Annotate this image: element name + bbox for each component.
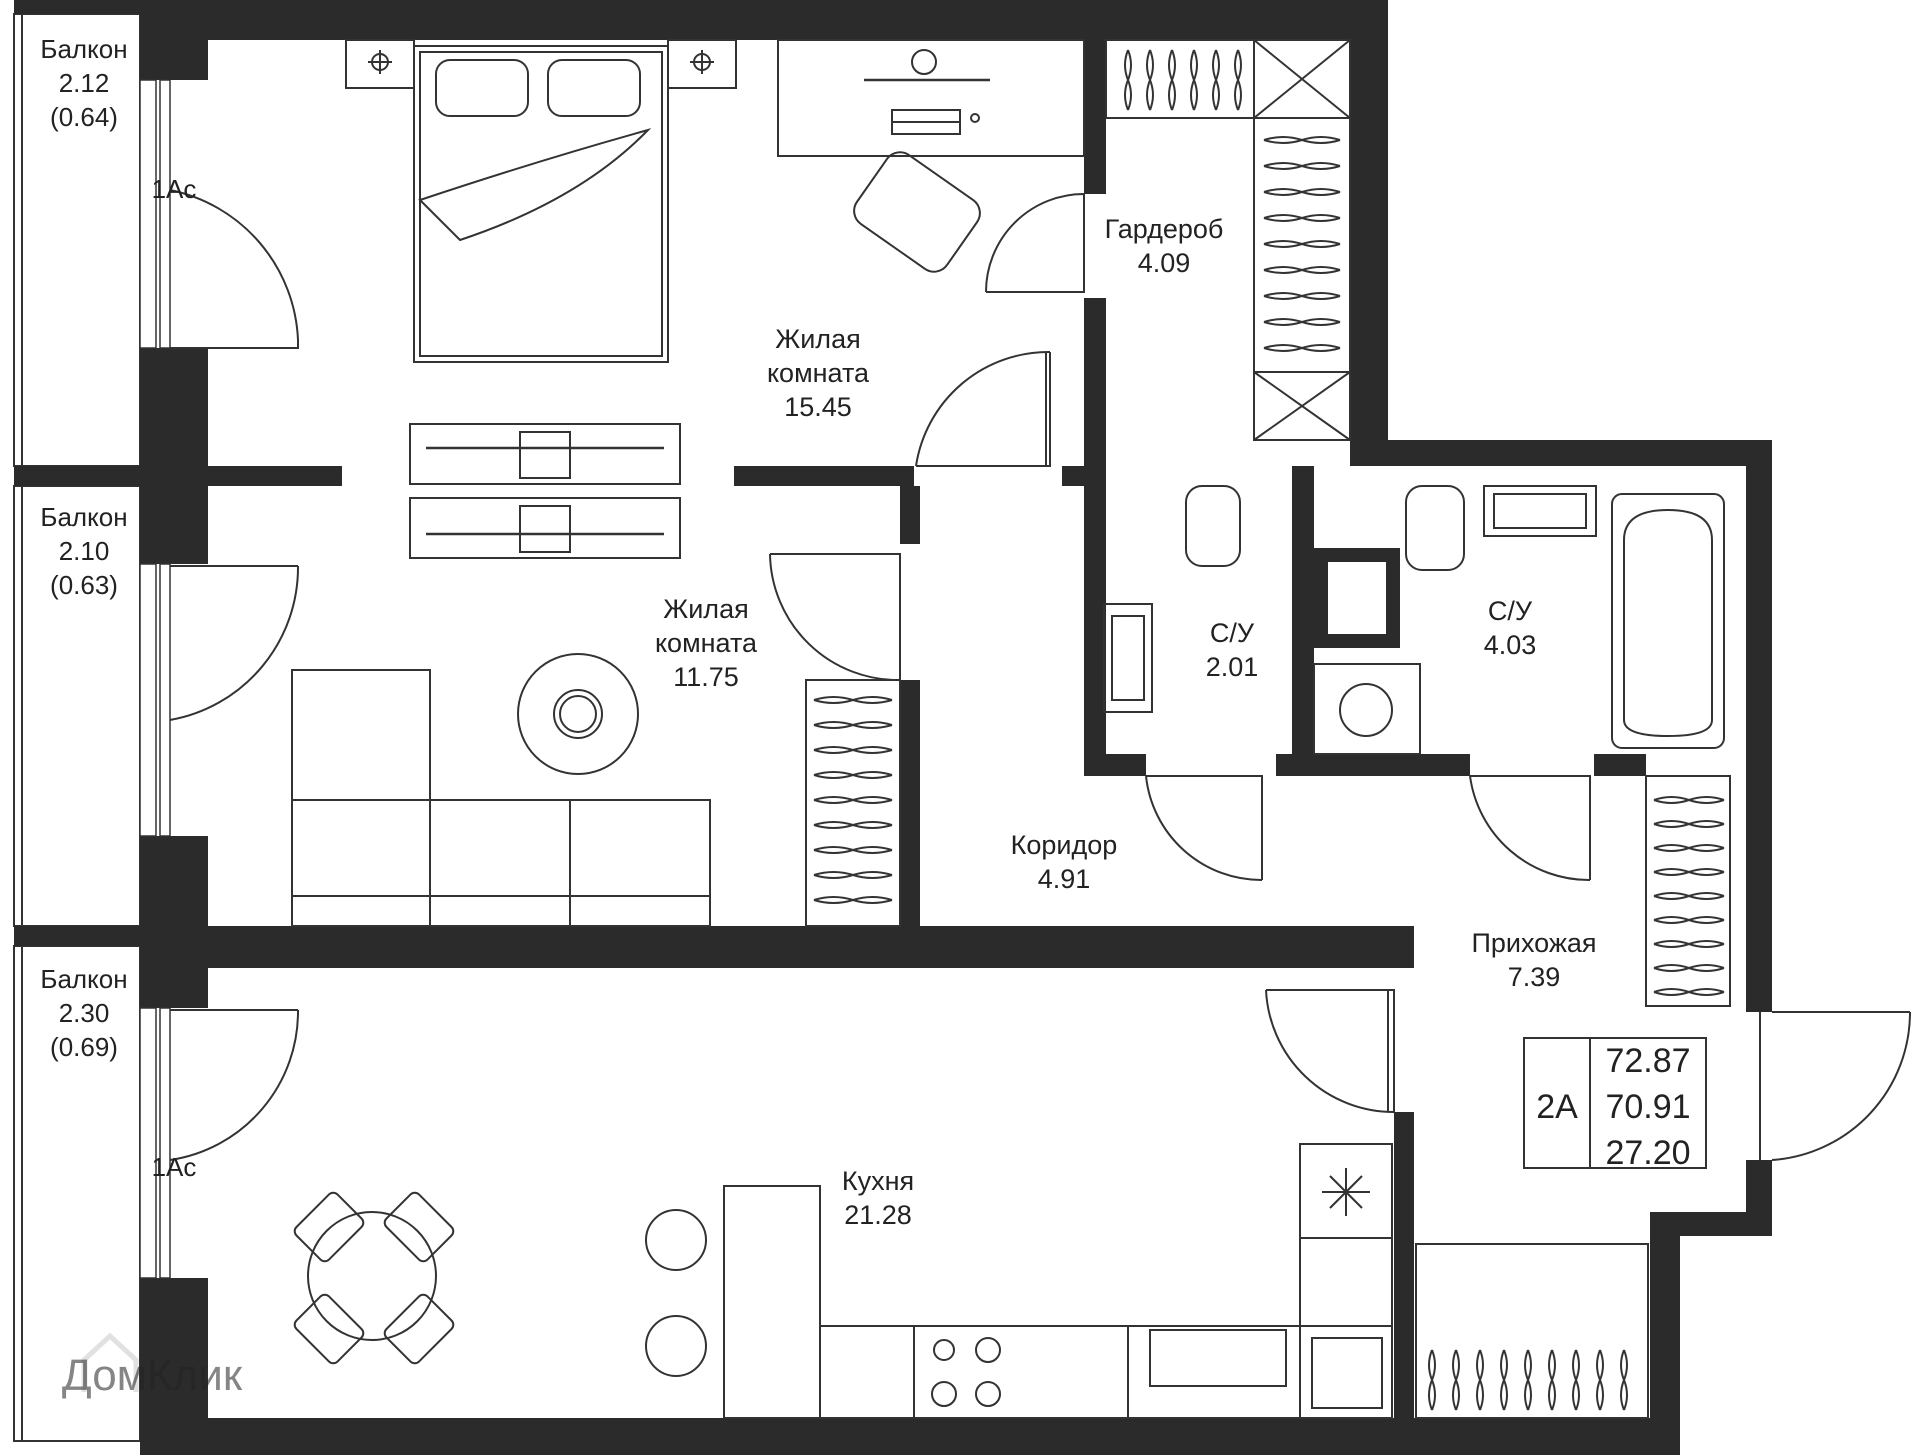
- hanger-mark: [1653, 964, 1725, 972]
- window-mark-top: 1Ac: [152, 174, 197, 204]
- hall-name: Прихожая: [1471, 928, 1596, 958]
- hanger-marks: [813, 49, 1725, 1411]
- hanger-mark: [1572, 1349, 1580, 1411]
- hanger-mark: [1263, 188, 1341, 196]
- hanger-mark: [1653, 868, 1725, 876]
- wardrobe-furniture: [1105, 39, 1351, 441]
- hanger-mark: [1263, 214, 1341, 222]
- room-labels: Балкон 2.12 (0.64) Балкон 2.10 (0.63) Ба…: [40, 34, 1596, 1230]
- hanger-mark: [1653, 844, 1725, 852]
- apartment-type: 2A: [1536, 1088, 1578, 1126]
- balconies: [13, 13, 141, 1442]
- hanger-mark: [1168, 49, 1176, 111]
- bath1-name: С/У: [1210, 618, 1255, 648]
- walls: [14, 0, 1772, 1455]
- hanger-mark: [1263, 318, 1341, 326]
- living2-name-2: комната: [655, 628, 758, 658]
- kitchen-name: Кухня: [842, 1166, 914, 1196]
- hanger-mark: [1653, 796, 1725, 804]
- living1-name-1: Жилая: [775, 324, 860, 354]
- hanger-mark: [1476, 1349, 1484, 1411]
- windows: [139, 79, 171, 1279]
- total-area-no-balcony: 70.91: [1605, 1088, 1690, 1126]
- hanger-mark: [1653, 916, 1725, 924]
- hanger-mark: [813, 821, 893, 829]
- hanger-mark: [1190, 49, 1198, 111]
- hanger-mark: [1263, 136, 1341, 144]
- kitchen-area: 21.28: [844, 1200, 912, 1230]
- doors: [169, 189, 1912, 1161]
- bath2-name: С/У: [1488, 596, 1533, 626]
- corridor-name: Коридор: [1011, 830, 1118, 860]
- hanger-mark: [1263, 344, 1341, 352]
- hall-area: 7.39: [1508, 962, 1561, 992]
- wardrobe-area: 4.09: [1138, 248, 1191, 278]
- bath1-area: 2.01: [1206, 652, 1259, 682]
- living-room-furniture: [291, 497, 901, 927]
- balcony-top-area: 2.12: [59, 68, 110, 98]
- living2-area: 11.75: [673, 662, 739, 692]
- hanger-mark: [813, 746, 893, 754]
- hanger-mark: [1548, 1349, 1556, 1411]
- hanger-mark: [813, 896, 893, 904]
- total-area: 72.87: [1605, 1042, 1690, 1080]
- hanger-mark: [1124, 49, 1132, 111]
- wardrobe-name: Гардероб: [1105, 214, 1224, 244]
- hanger-mark: [1428, 1349, 1436, 1411]
- summary-box: 2A 72.87 70.91 27.20: [1523, 1037, 1707, 1172]
- corridor-area: 4.91: [1038, 864, 1091, 894]
- watermark: ДомКлик: [62, 1332, 243, 1400]
- hanger-mark: [813, 721, 893, 729]
- balcony-top-name: Балкон: [40, 34, 127, 64]
- hanger-mark: [1653, 892, 1725, 900]
- bath2-area: 4.03: [1484, 630, 1537, 660]
- hanger-mark: [813, 696, 893, 704]
- hanger-mark: [1263, 162, 1341, 170]
- bedroom-furniture: [345, 39, 1085, 485]
- hanger-mark: [813, 771, 893, 779]
- balcony-bot-name: Балкон: [40, 964, 127, 994]
- balcony-mid-sub: (0.63): [50, 570, 118, 600]
- hanger-mark: [1452, 1349, 1460, 1411]
- hanger-mark: [1653, 820, 1725, 828]
- hanger-mark: [1263, 240, 1341, 248]
- hanger-mark: [1596, 1349, 1604, 1411]
- hanger-mark: [1212, 49, 1220, 111]
- bathroom-fixtures: [1103, 485, 1731, 1419]
- hanger-mark: [1653, 940, 1725, 948]
- hanger-mark: [813, 796, 893, 804]
- hanger-mark: [1524, 1349, 1532, 1411]
- balcony-mid-area: 2.10: [59, 536, 110, 566]
- hanger-mark: [1500, 1349, 1508, 1411]
- living1-area: 15.45: [784, 392, 852, 422]
- hanger-mark: [1263, 292, 1341, 300]
- hanger-mark: [1234, 49, 1242, 111]
- hanger-mark: [813, 846, 893, 854]
- balcony-bot-area: 2.30: [59, 998, 110, 1028]
- kitchen-furniture: [293, 1143, 1393, 1419]
- watermark-text: ДомКлик: [62, 1351, 243, 1400]
- window-mark-bottom: 1Ac: [152, 1152, 197, 1182]
- balcony-mid-name: Балкон: [40, 502, 127, 532]
- hanger-mark: [1653, 988, 1725, 996]
- living-area: 27.20: [1605, 1134, 1690, 1172]
- living2-name-1: Жилая: [663, 594, 748, 624]
- hanger-mark: [1620, 1349, 1628, 1411]
- balcony-bot-sub: (0.69): [50, 1032, 118, 1062]
- hanger-mark: [813, 871, 893, 879]
- living1-name-2: комната: [767, 358, 870, 388]
- hanger-mark: [1263, 266, 1341, 274]
- hanger-mark: [1146, 49, 1154, 111]
- balcony-top-sub: (0.64): [50, 102, 118, 132]
